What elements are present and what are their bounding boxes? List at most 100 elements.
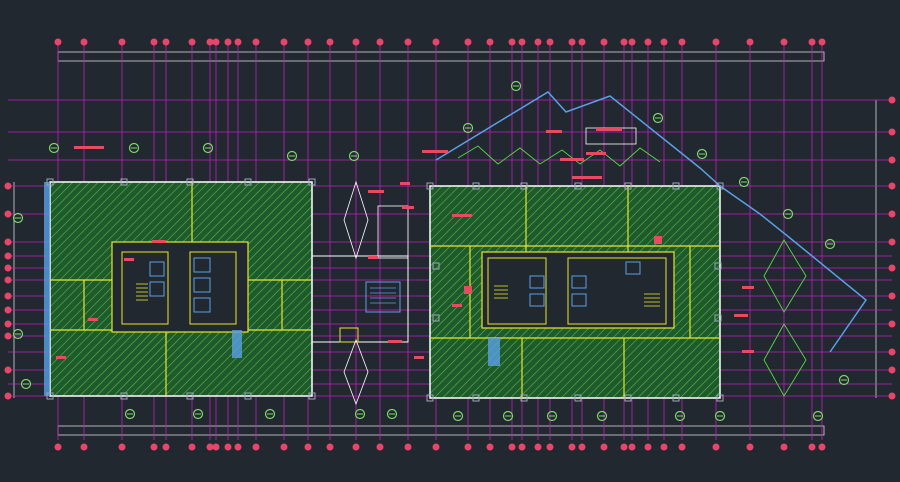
grid-tag-icon[interactable] bbox=[696, 148, 708, 160]
grid-tag-icon[interactable] bbox=[192, 408, 204, 420]
grid-bubble-icon[interactable] bbox=[888, 392, 896, 400]
grid-bubble-icon[interactable] bbox=[352, 443, 360, 451]
grid-tag-icon[interactable] bbox=[48, 142, 60, 154]
grid-bubble-icon[interactable] bbox=[888, 264, 896, 272]
grid-bubble-icon[interactable] bbox=[546, 38, 554, 46]
grid-bubble-icon[interactable] bbox=[4, 392, 12, 400]
grid-bubble-icon[interactable] bbox=[888, 320, 896, 328]
grid-bubble-icon[interactable] bbox=[486, 443, 494, 451]
grid-tag-icon[interactable] bbox=[386, 408, 398, 420]
grid-bubble-icon[interactable] bbox=[432, 38, 440, 46]
grid-bubble-icon[interactable] bbox=[888, 156, 896, 164]
grid-tag-markers[interactable] bbox=[12, 80, 850, 422]
grid-bubble-icon[interactable] bbox=[80, 38, 88, 46]
grid-bubble-icon[interactable] bbox=[818, 443, 826, 451]
grid-bubble-icon[interactable] bbox=[252, 443, 260, 451]
grid-bubble-icon[interactable] bbox=[712, 38, 720, 46]
grid-tag-icon[interactable] bbox=[20, 378, 32, 390]
grid-bubble-icon[interactable] bbox=[660, 38, 668, 46]
grid-bubble-icon[interactable] bbox=[280, 443, 288, 451]
grid-bubble-icon[interactable] bbox=[888, 292, 896, 300]
grid-tag-icon[interactable] bbox=[546, 410, 558, 422]
grid-bubble-icon[interactable] bbox=[4, 366, 12, 374]
grid-bubble-icon[interactable] bbox=[234, 443, 242, 451]
grid-bubble-icon[interactable] bbox=[464, 38, 472, 46]
grid-bubble-icon[interactable] bbox=[54, 443, 62, 451]
grid-bubble-icon[interactable] bbox=[600, 38, 608, 46]
grid-bubble-icon[interactable] bbox=[326, 38, 334, 46]
grid-bubble-icon[interactable] bbox=[568, 38, 576, 46]
grid-bubble-icon[interactable] bbox=[888, 210, 896, 218]
grid-bubble-icon[interactable] bbox=[578, 38, 586, 46]
grid-bubble-icon[interactable] bbox=[660, 443, 668, 451]
grid-tag-icon[interactable] bbox=[12, 212, 24, 224]
grid-bubble-icon[interactable] bbox=[888, 348, 896, 356]
grid-bubble-icon[interactable] bbox=[150, 38, 158, 46]
grid-tag-icon[interactable] bbox=[264, 408, 276, 420]
grid-bubble-icon[interactable] bbox=[4, 332, 12, 340]
grid-bubble-icon[interactable] bbox=[568, 443, 576, 451]
grid-bubble-icon[interactable] bbox=[352, 38, 360, 46]
grid-bubble-icon[interactable] bbox=[508, 38, 516, 46]
grid-bubble-icon[interactable] bbox=[404, 38, 412, 46]
grid-bubble-icon[interactable] bbox=[304, 443, 312, 451]
grid-bubble-icon[interactable] bbox=[808, 38, 816, 46]
grid-bubble-icon[interactable] bbox=[376, 443, 384, 451]
grid-bubble-icon[interactable] bbox=[206, 443, 214, 451]
grid-bubble-icon[interactable] bbox=[4, 264, 12, 272]
grid-bubble-icon[interactable] bbox=[188, 38, 196, 46]
grid-bubble-icon[interactable] bbox=[628, 443, 636, 451]
grid-bubble-icon[interactable] bbox=[4, 252, 12, 260]
grid-bubble-icon[interactable] bbox=[376, 38, 384, 46]
grid-tag-icon[interactable] bbox=[286, 150, 298, 162]
grid-bubble-icon[interactable] bbox=[746, 443, 754, 451]
grid-bubble-icon[interactable] bbox=[4, 276, 12, 284]
grid-bubble-icon[interactable] bbox=[888, 366, 896, 374]
grid-tag-icon[interactable] bbox=[838, 374, 850, 386]
grid-bubble-icon[interactable] bbox=[4, 182, 12, 190]
grid-bubble-icon[interactable] bbox=[534, 38, 542, 46]
grid-tag-icon[interactable] bbox=[812, 410, 824, 422]
grid-bubble-icon[interactable] bbox=[534, 443, 542, 451]
grid-bubble-icon[interactable] bbox=[304, 38, 312, 46]
grid-bubble-icon[interactable] bbox=[644, 443, 652, 451]
grid-bubble-icon[interactable] bbox=[118, 38, 126, 46]
grid-bubble-icon[interactable] bbox=[432, 443, 440, 451]
grid-bubble-icon[interactable] bbox=[644, 38, 652, 46]
grid-bubble-icon[interactable] bbox=[54, 38, 62, 46]
grid-bubble-icon[interactable] bbox=[888, 182, 896, 190]
grid-bubble-icon[interactable] bbox=[780, 443, 788, 451]
grid-tag-icon[interactable] bbox=[782, 208, 794, 220]
grid-bubble-icon[interactable] bbox=[162, 443, 170, 451]
grid-tag-icon[interactable] bbox=[510, 80, 522, 92]
grid-tag-icon[interactable] bbox=[354, 408, 366, 420]
grid-bubble-icon[interactable] bbox=[404, 443, 412, 451]
grid-tag-icon[interactable] bbox=[202, 142, 214, 154]
grid-bubble-icon[interactable] bbox=[80, 443, 88, 451]
grid-bubble-icon[interactable] bbox=[780, 38, 788, 46]
grid-bubbles[interactable] bbox=[4, 38, 896, 451]
grid-tag-icon[interactable] bbox=[124, 408, 136, 420]
grid-tag-icon[interactable] bbox=[652, 112, 664, 124]
grid-tag-icon[interactable] bbox=[714, 410, 726, 422]
grid-bubble-icon[interactable] bbox=[678, 443, 686, 451]
grid-bubble-icon[interactable] bbox=[4, 320, 12, 328]
grid-bubble-icon[interactable] bbox=[4, 292, 12, 300]
grid-bubble-icon[interactable] bbox=[162, 38, 170, 46]
grid-tag-icon[interactable] bbox=[824, 238, 836, 250]
grid-bubble-icon[interactable] bbox=[678, 38, 686, 46]
grid-bubble-icon[interactable] bbox=[212, 443, 220, 451]
grid-bubble-icon[interactable] bbox=[712, 443, 720, 451]
grid-bubble-icon[interactable] bbox=[888, 96, 896, 104]
grid-bubble-icon[interactable] bbox=[188, 443, 196, 451]
grid-bubble-icon[interactable] bbox=[4, 238, 12, 246]
grid-bubble-icon[interactable] bbox=[620, 443, 628, 451]
grid-bubble-icon[interactable] bbox=[326, 443, 334, 451]
grid-bubble-icon[interactable] bbox=[280, 38, 288, 46]
grid-bubble-icon[interactable] bbox=[224, 38, 232, 46]
grid-bubble-icon[interactable] bbox=[518, 38, 526, 46]
grid-bubble-icon[interactable] bbox=[546, 443, 554, 451]
grid-bubble-icon[interactable] bbox=[252, 38, 260, 46]
grid-bubble-icon[interactable] bbox=[620, 38, 628, 46]
